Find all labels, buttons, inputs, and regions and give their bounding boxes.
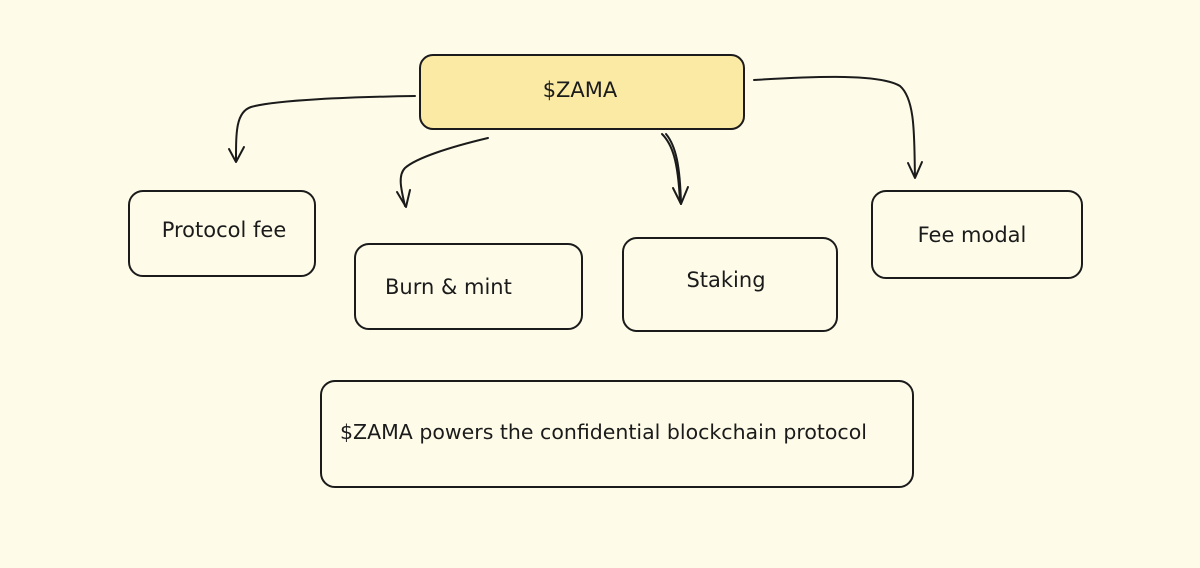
arrow-to-staking-second-stroke bbox=[665, 133, 682, 205]
arrowhead-staking bbox=[672, 186, 689, 205]
arrow-to-burn-mint bbox=[399, 137, 489, 207]
arrowhead-burn-mint bbox=[396, 189, 411, 208]
protocol-fee-label: Protocol fee bbox=[161, 217, 287, 242]
fee-modal-node: Fee modal bbox=[871, 190, 1083, 279]
burn-mint-label: Burn & mint bbox=[385, 274, 512, 299]
burn-mint-node: Burn & mint bbox=[354, 243, 583, 330]
caption-node: $ZAMA powers the confidential blockchain… bbox=[320, 380, 914, 488]
fee-modal-label: Fee modal bbox=[917, 222, 1027, 247]
arrow-to-staking bbox=[661, 133, 681, 203]
root-node: $ZAMA bbox=[419, 54, 745, 130]
staking-node: Staking bbox=[622, 237, 838, 332]
arrowhead-fee-modal bbox=[907, 161, 923, 179]
root-node-label: $ZAMA bbox=[542, 78, 618, 102]
protocol-fee-node: Protocol fee bbox=[128, 190, 316, 277]
arrowhead-protocol-fee bbox=[228, 146, 245, 163]
caption-text: $ZAMA powers the confidential blockchain… bbox=[340, 420, 867, 444]
staking-label: Staking bbox=[686, 267, 766, 292]
arrow-to-fee-modal bbox=[753, 75, 916, 178]
arrow-to-protocol-fee bbox=[235, 95, 416, 161]
